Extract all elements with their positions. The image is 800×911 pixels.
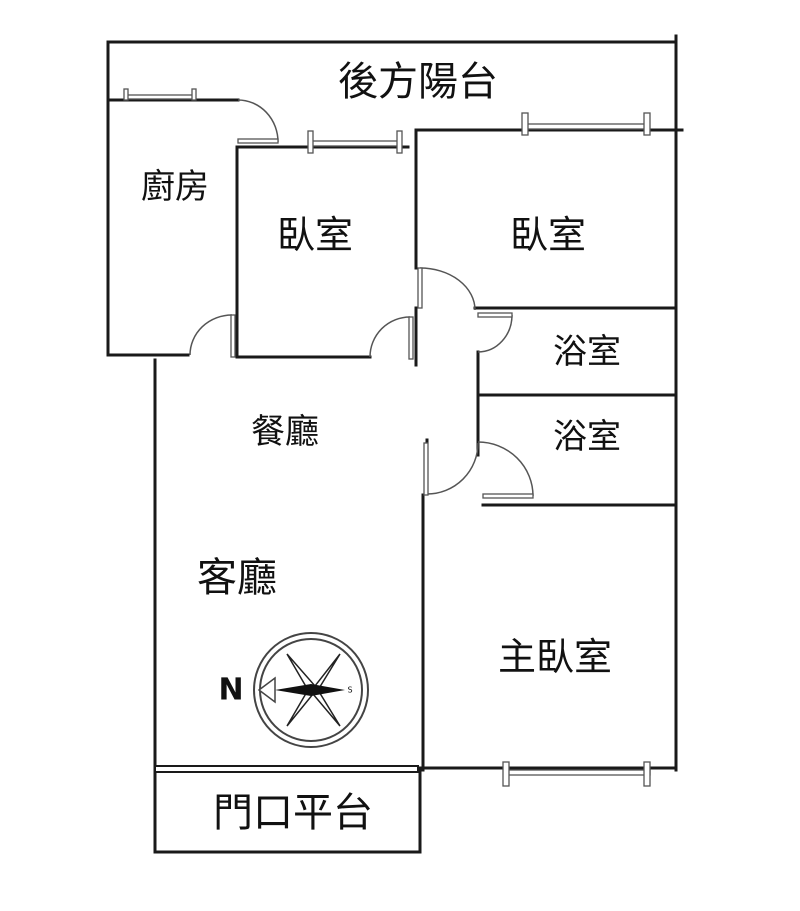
compass-icon: S N (218, 632, 369, 748)
bedroom1-door (369, 316, 414, 360)
windows (123, 88, 651, 787)
label-bathroom-1: 浴室 (553, 332, 621, 372)
bathroom1-door (477, 312, 513, 353)
label-kitchen: 廚房 (141, 167, 209, 207)
bedroom1-window (307, 130, 403, 154)
bathroom2-door (477, 441, 534, 499)
label-bedroom-2: 臥室 (510, 213, 586, 257)
doors (189, 99, 534, 499)
label-dining-room: 餐廳 (251, 412, 319, 452)
bedroom2-door (417, 267, 476, 311)
kitchen-door (189, 314, 236, 358)
master-window (502, 761, 651, 787)
label-bedroom-1: 臥室 (277, 213, 353, 257)
label-entrance-platform: 門口平台 (213, 790, 373, 836)
bedroom2-window (521, 112, 651, 136)
label-living-room: 客廳 (197, 555, 277, 601)
compass-north-label: N (218, 673, 243, 708)
label-rear-balcony: 後方陽台 (338, 59, 498, 105)
kitchen-rear-door (237, 99, 279, 144)
compass-south-label: S (347, 686, 352, 695)
kitchen-window (123, 88, 197, 101)
hall-door (423, 442, 479, 496)
label-bathroom-2: 浴室 (553, 417, 621, 457)
label-master-bedroom: 主臥室 (498, 635, 612, 679)
